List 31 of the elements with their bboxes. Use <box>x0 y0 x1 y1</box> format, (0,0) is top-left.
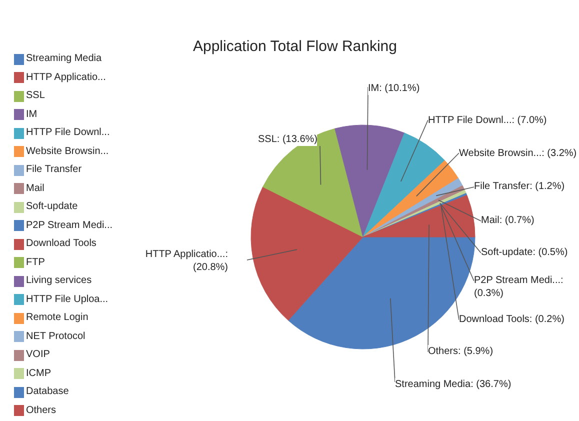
legend-label: ICMP <box>26 368 51 380</box>
legend-label: Living services <box>26 275 92 287</box>
data-label: Soft-update: (0.5%) <box>481 246 568 259</box>
legend-label: NET Protocol <box>26 330 86 342</box>
legend-label: Database <box>26 386 69 398</box>
legend-label: HTTP Applicatio... <box>26 72 106 84</box>
legend-label: Website Browsin... <box>26 146 109 158</box>
legend-label: HTTP File Downl... <box>26 127 110 139</box>
data-label: HTTP File Downl...: (7.0%) <box>428 114 547 127</box>
legend-label: File Transfer <box>26 164 82 176</box>
legend-label: Mail <box>26 182 44 194</box>
data-label: IM: (10.1%) <box>368 82 420 95</box>
legend-label: Remote Login <box>26 312 88 324</box>
data-label: Website Browsin...: (3.2%) <box>459 147 577 160</box>
legend-label: Streaming Media <box>26 53 102 65</box>
data-label: Others: (5.9%) <box>428 345 494 358</box>
legend-label: P2P Stream Medi... <box>26 220 113 232</box>
legend-label: Download Tools <box>26 238 96 250</box>
legend-label: Others <box>26 404 56 416</box>
data-label: Streaming Media: (36.7%) <box>395 378 512 391</box>
data-label: SSL: (13.6%) <box>258 133 318 146</box>
chart-title: Application Total Flow Ranking <box>192 37 398 57</box>
data-label: Download Tools: (0.2%) <box>459 313 564 326</box>
legend-label: VOIP <box>26 349 50 361</box>
data-label: Mail: (0.7%) <box>481 214 534 227</box>
legend-label: IM <box>26 108 38 120</box>
legend-label: HTTP File Uploa... <box>26 294 108 306</box>
legend-label: SSL <box>26 90 45 102</box>
legend-label: Soft-update <box>26 201 78 213</box>
legend-label: FTP <box>26 256 45 268</box>
data-label: File Transfer: (1.2%) <box>474 180 565 193</box>
